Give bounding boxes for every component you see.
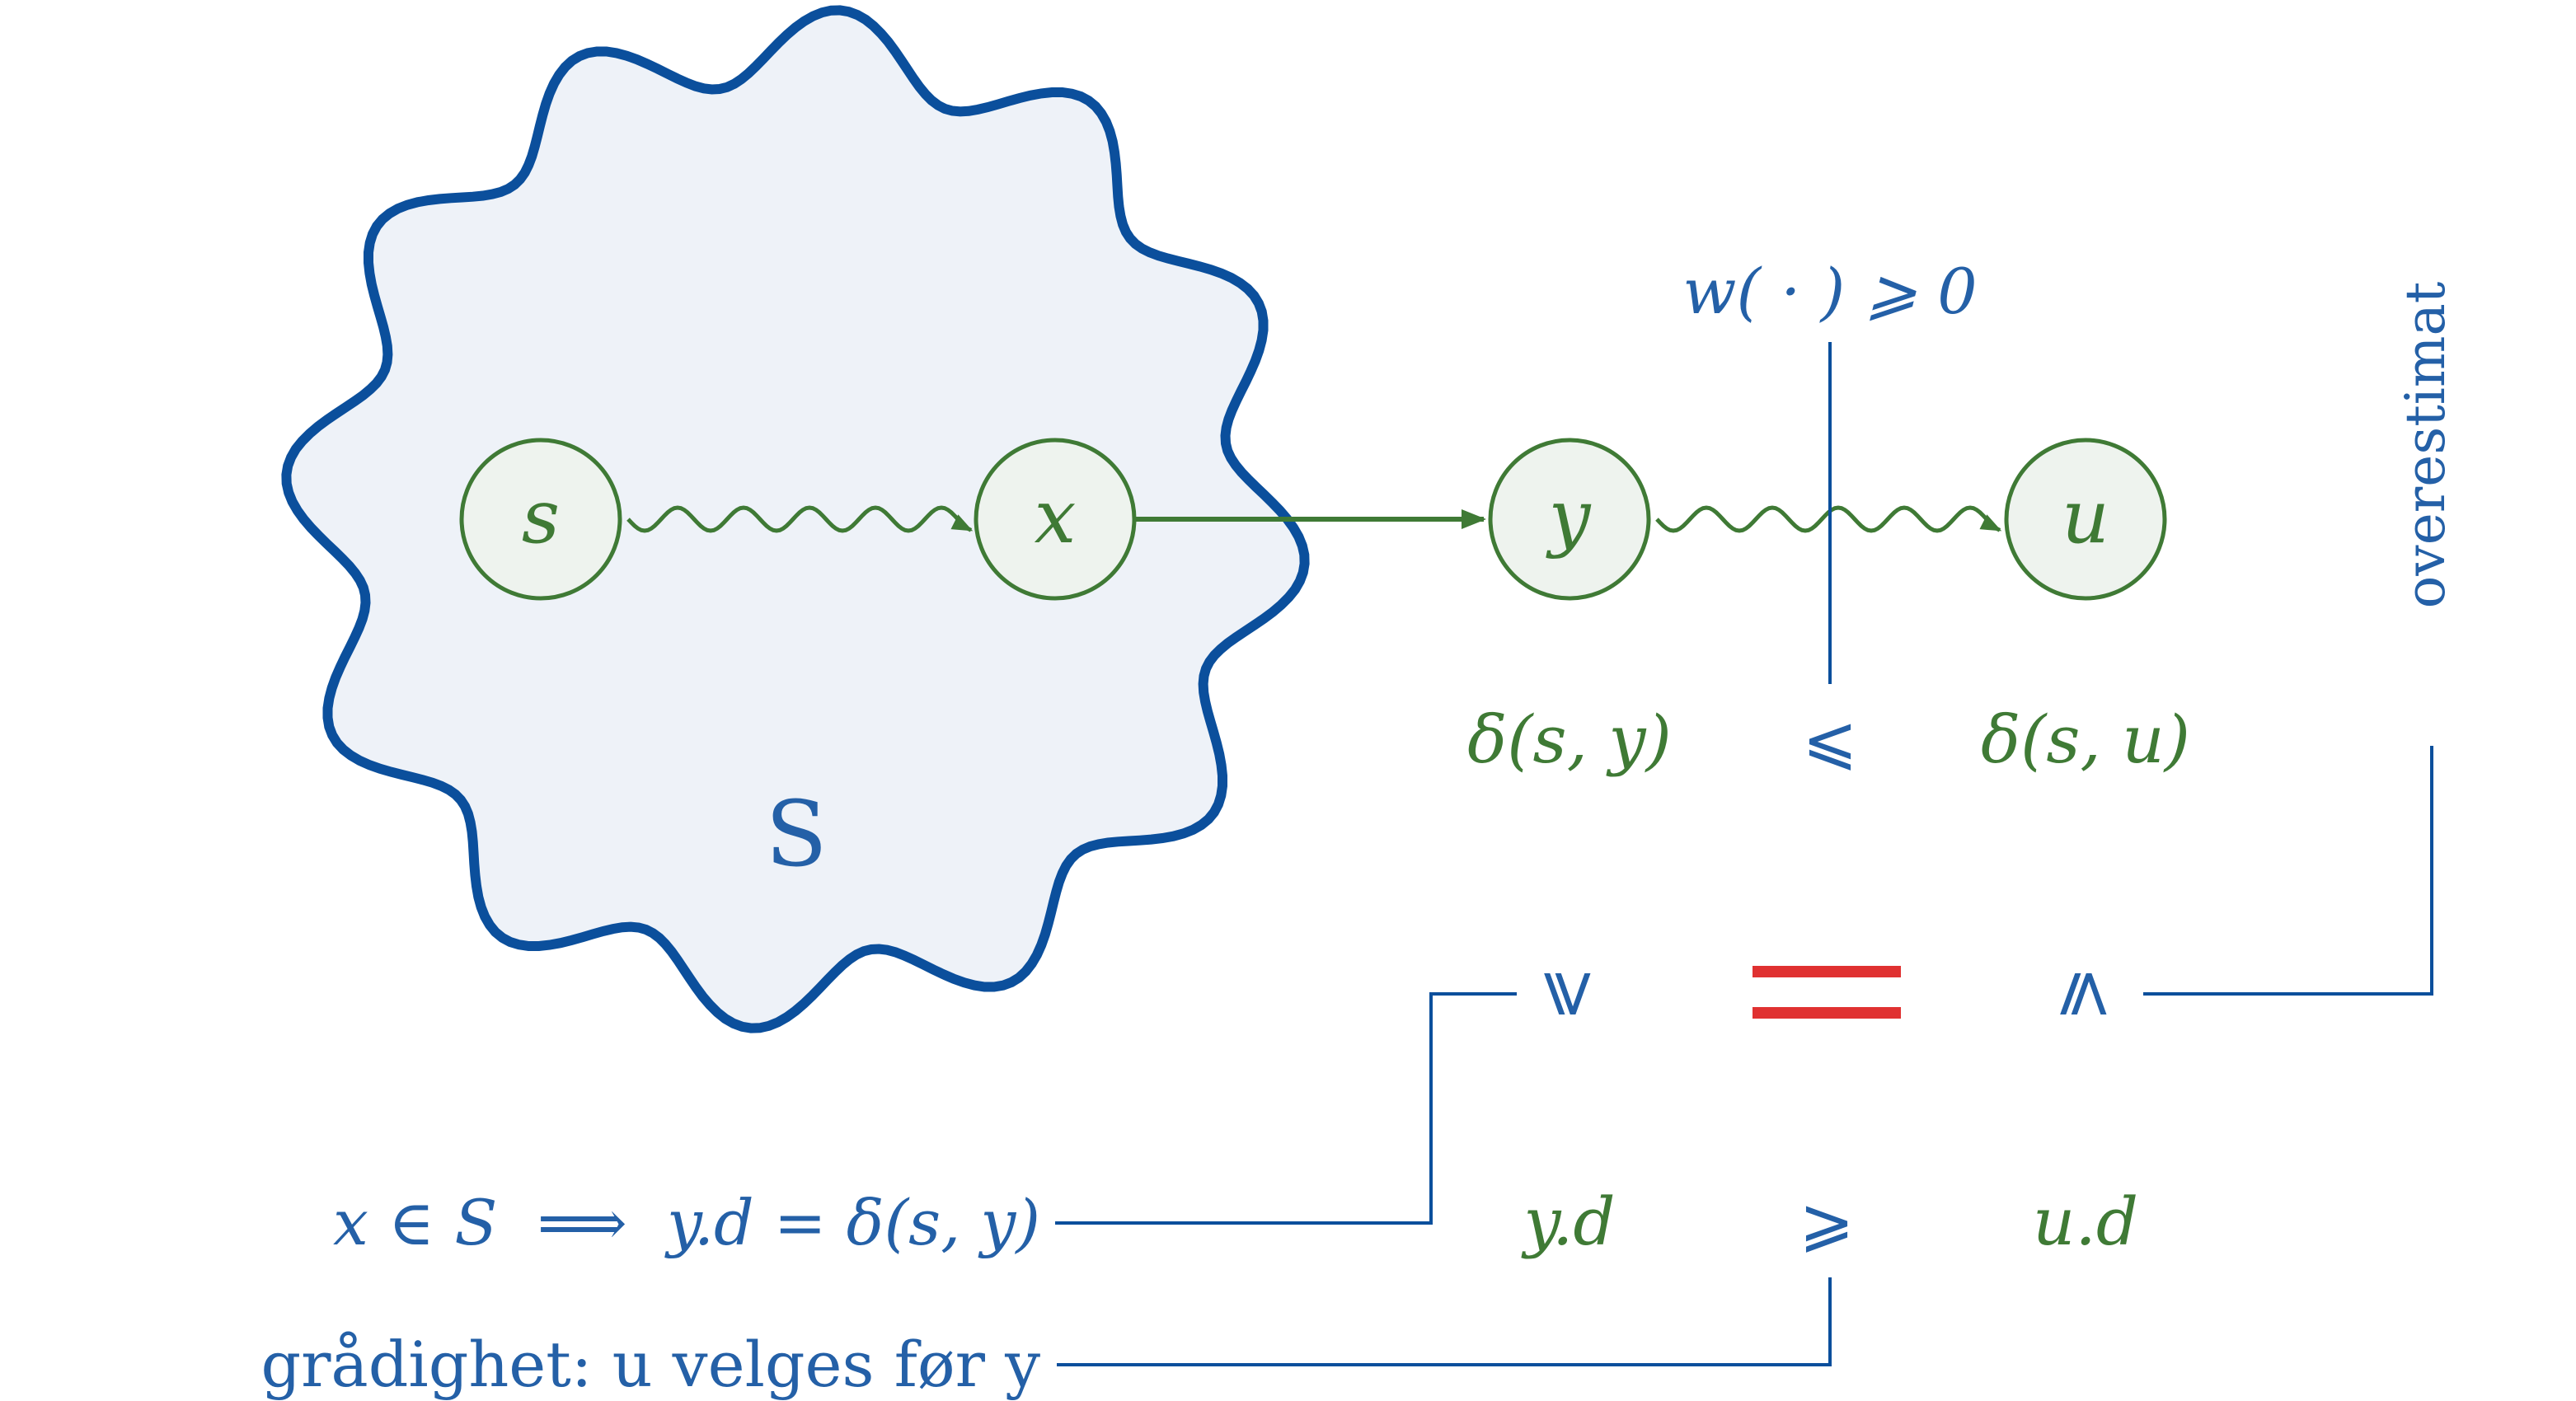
- distance-sy: δ(s, y): [1467, 701, 1672, 778]
- node-u: u: [2004, 438, 2167, 601]
- rotated-leq: ⩽: [2053, 966, 2129, 1021]
- node-y: y: [1488, 438, 1651, 601]
- estimate-geq: ⩾: [1799, 1183, 1854, 1260]
- node-x: x: [974, 438, 1137, 601]
- overestimate-label: overestimat: [2394, 282, 2457, 609]
- distance-leq: ⩽: [1802, 701, 1857, 778]
- rotated-geq: ⩾: [1537, 966, 1613, 1021]
- path-s-x: [626, 505, 974, 533]
- implication-connector: [1055, 992, 1517, 1225]
- svg-text:x: x: [1035, 474, 1077, 560]
- greedy-text: grådighet: u velges før y: [260, 1328, 1040, 1401]
- svg-text:s: s: [522, 474, 560, 560]
- estimate-ud: u.d: [2033, 1183, 2138, 1260]
- estimate-yd: y.d: [1521, 1183, 1615, 1260]
- implication-text: x ∈ S ⟹ y.d = δ(s, y): [333, 1186, 1040, 1259]
- overestimate-connector: [2143, 746, 2433, 996]
- distance-su: δ(s, u): [1981, 701, 2190, 778]
- svg-text:u: u: [2062, 474, 2109, 560]
- svg-text:y: y: [1546, 474, 1592, 560]
- set-s-label: S: [765, 781, 827, 887]
- greedy-connector: [1057, 1277, 1832, 1366]
- weight-label: w( · ) ⩾ 0: [1682, 255, 1977, 328]
- node-s: s: [459, 438, 622, 601]
- equals-sign: [1753, 966, 1901, 1019]
